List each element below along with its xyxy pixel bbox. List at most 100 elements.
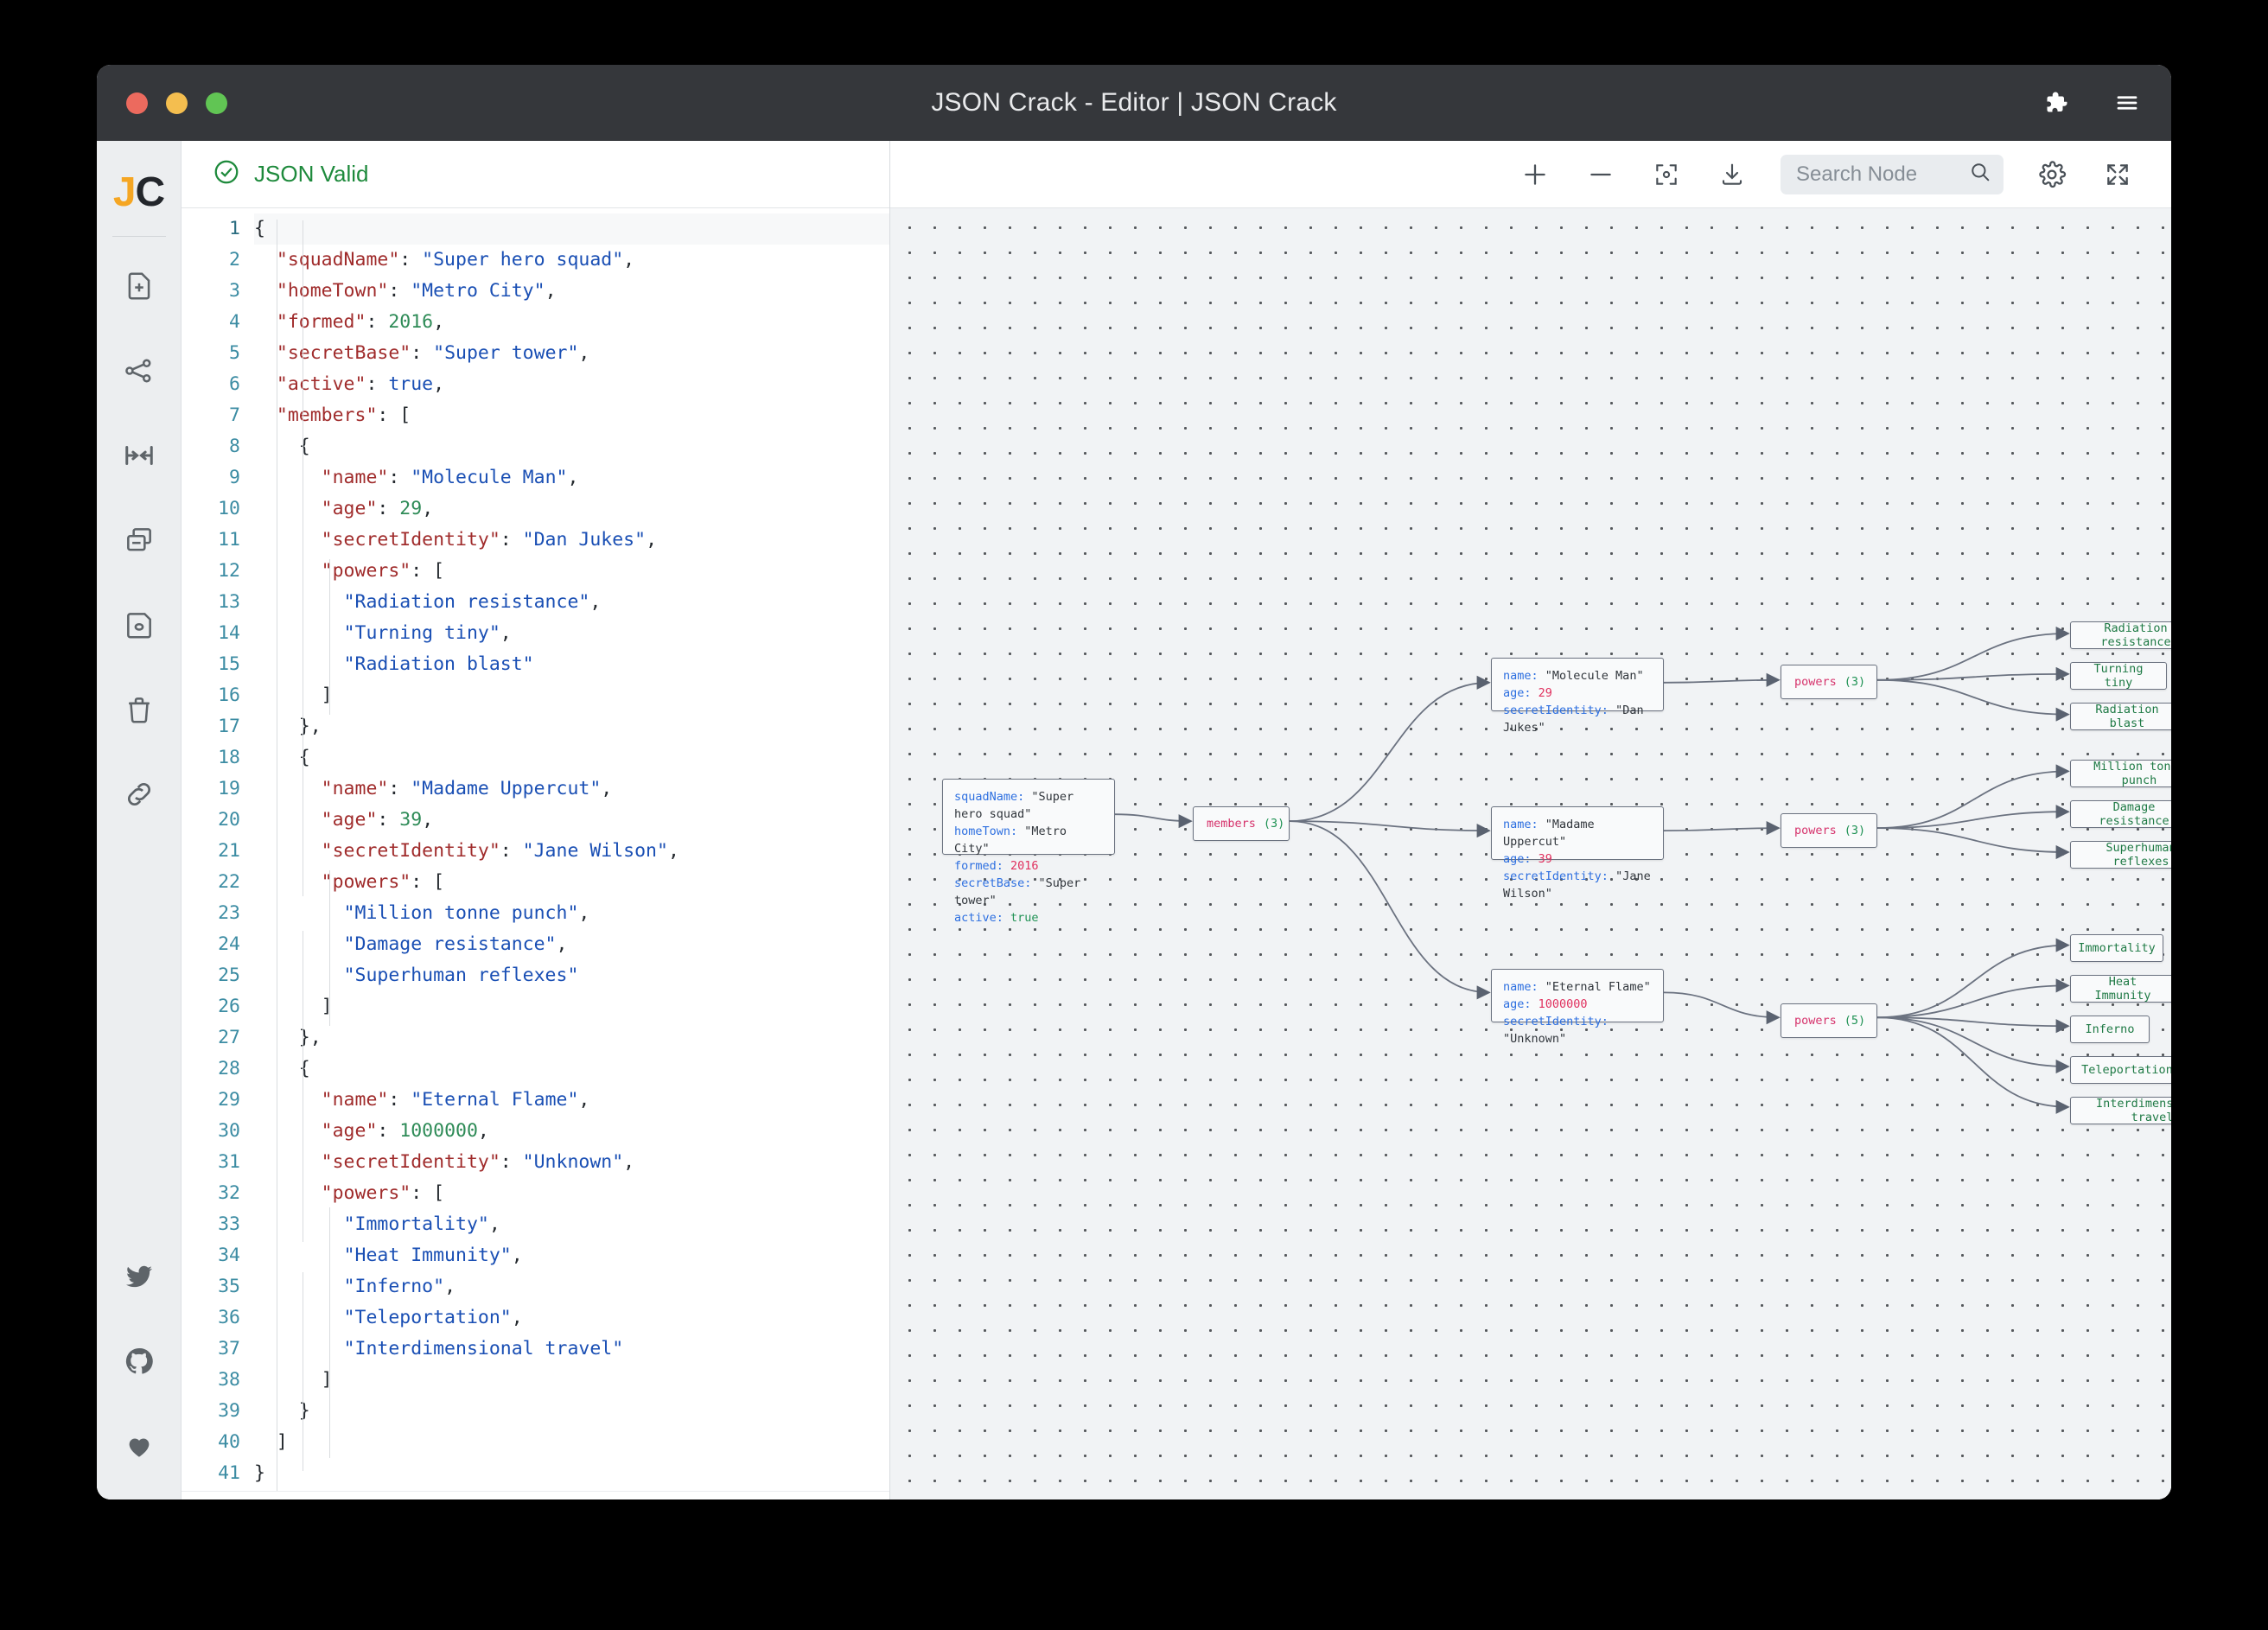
code-line[interactable]: }: [298, 1400, 310, 1422]
code-content[interactable]: { "squadName": "Super hero squad", "home…: [254, 213, 889, 1491]
search-node-box[interactable]: [1781, 154, 2004, 194]
code-line[interactable]: "secretIdentity": "Jane Wilson",: [321, 840, 679, 862]
menu-icon[interactable]: [2112, 88, 2142, 118]
code-line[interactable]: "Teleportation",: [343, 1307, 523, 1328]
code-line[interactable]: "secretBase": "Super tower",: [276, 342, 590, 364]
code-line[interactable]: "name": "Madame Uppercut",: [321, 778, 613, 799]
minimize-button[interactable]: [166, 92, 188, 114]
code-line[interactable]: },: [298, 716, 322, 737]
code-line[interactable]: "powers": [: [321, 560, 445, 582]
download-icon[interactable]: [1715, 157, 1749, 192]
power-leaf-node[interactable]: Interdimensional travel: [2070, 1097, 2171, 1124]
code-line[interactable]: {: [298, 436, 310, 457]
sidebar-item-copy-link[interactable]: [97, 752, 182, 837]
code-line[interactable]: "Damage resistance",: [343, 933, 568, 955]
code-line[interactable]: "Turning tiny",: [343, 622, 512, 644]
close-button[interactable]: [126, 92, 148, 114]
code-line[interactable]: {: [298, 1058, 310, 1079]
node-value: "Metro City": [954, 825, 1067, 856]
code-line[interactable]: "Radiation blast": [343, 653, 534, 675]
code-line[interactable]: {: [254, 213, 889, 245]
sidebar-item-delete-file[interactable]: [97, 667, 182, 752]
power-leaf-node[interactable]: Immortality: [2070, 934, 2163, 962]
powers-node[interactable]: powers(3): [1781, 665, 1877, 699]
sidebar-item-duplicate-window[interactable]: [97, 498, 182, 583]
sidebar-item-sponsor[interactable]: [97, 1415, 182, 1499]
node-value: 29: [1538, 686, 1552, 700]
node-row: secretIdentity: "Jane Wilson": [1503, 868, 1652, 902]
app-logo[interactable]: JC: [113, 160, 165, 236]
code-line[interactable]: "Heat Immunity",: [343, 1245, 523, 1266]
power-leaf-node[interactable]: Inferno: [2070, 1016, 2150, 1043]
window-title: JSON Crack - Editor | JSON Crack: [931, 88, 1337, 117]
code-line[interactable]: "name": "Eternal Flame",: [321, 1089, 590, 1111]
zoom-in-icon[interactable]: [1518, 157, 1552, 192]
sidebar-item-collapse-expand[interactable]: [97, 413, 182, 498]
fullscreen-icon[interactable]: [2100, 157, 2135, 192]
sidebar-item-github[interactable]: [97, 1330, 182, 1415]
sidebar-item-save-file[interactable]: [97, 583, 182, 667]
power-leaf-node[interactable]: Superhuman reflexes: [2070, 841, 2171, 869]
line-number: 6: [229, 373, 240, 395]
power-leaf-node[interactable]: Radiation blast: [2070, 703, 2171, 730]
code-line[interactable]: "active": true,: [276, 373, 445, 395]
sidebar-item-twitter[interactable]: [97, 1245, 182, 1330]
sidebar-item-share-graph[interactable]: [97, 328, 182, 413]
code-line[interactable]: ]: [321, 996, 333, 1017]
root-node[interactable]: squadName: "Super hero squad"homeTown: "…: [942, 779, 1115, 925]
code-line[interactable]: "Superhuman reflexes": [343, 965, 579, 986]
code-line[interactable]: "Radiation resistance",: [343, 591, 602, 613]
graph-canvas[interactable]: squadName: "Super hero squad"homeTown: "…: [890, 208, 2171, 1499]
editor-horizontal-scrollbar[interactable]: [182, 1491, 889, 1499]
node-key-name: powers: [1794, 824, 1837, 837]
code-line[interactable]: "age": 29,: [321, 498, 434, 519]
code-line[interactable]: }: [254, 1462, 265, 1484]
code-line[interactable]: ]: [321, 684, 333, 706]
code-line[interactable]: "secretIdentity": "Unknown",: [321, 1151, 635, 1173]
code-line[interactable]: "name": "Molecule Man",: [321, 467, 579, 488]
code-line[interactable]: "powers": [: [321, 871, 445, 893]
zoom-out-icon[interactable]: [1583, 157, 1618, 192]
power-leaf-node[interactable]: Heat Immunity: [2070, 975, 2171, 1003]
power-leaf-node[interactable]: Damage resistance: [2070, 800, 2171, 828]
node-label: powers(3): [1781, 814, 1876, 847]
code-line[interactable]: "members": [: [276, 404, 411, 426]
search-input[interactable]: [1794, 161, 1961, 188]
code-line[interactable]: "Million tonne punch",: [343, 902, 590, 924]
code-line[interactable]: },: [298, 1027, 322, 1048]
code-line[interactable]: "squadName": "Super hero squad",: [276, 249, 635, 271]
maximize-button[interactable]: [206, 92, 227, 114]
code-line[interactable]: ]: [321, 1369, 333, 1391]
powers-node[interactable]: powers(5): [1781, 1003, 1877, 1038]
code-line[interactable]: "age": 39,: [321, 809, 434, 831]
code-line[interactable]: ]: [276, 1431, 288, 1453]
code-line[interactable]: "Inferno",: [343, 1276, 456, 1297]
code-line[interactable]: "secretIdentity": "Dan Jukes",: [321, 529, 658, 551]
node-row: name: "Molecule Man": [1503, 667, 1652, 684]
power-leaf-node[interactable]: Turning tiny: [2070, 662, 2167, 690]
power-leaf-node[interactable]: Million tonne punch: [2070, 760, 2171, 787]
power-leaf-node[interactable]: Radiation resistance: [2070, 621, 2171, 649]
code-line[interactable]: "powers": [: [321, 1182, 445, 1204]
check-circle-icon: [213, 158, 240, 190]
members-node[interactable]: members(3): [1193, 806, 1290, 841]
powers-node[interactable]: powers(3): [1781, 813, 1877, 848]
code-line[interactable]: "Interdimensional travel": [343, 1338, 624, 1359]
sidebar-item-new-document[interactable]: [97, 244, 182, 328]
code-line[interactable]: "formed": 2016,: [276, 311, 445, 333]
line-number: 13: [218, 591, 240, 613]
gear-icon[interactable]: [2035, 157, 2069, 192]
code-line[interactable]: "homeTown": "Metro City",: [276, 280, 557, 302]
center-view-icon[interactable]: [1649, 157, 1684, 192]
code-line[interactable]: "age": 1000000,: [321, 1120, 489, 1142]
node-value: "Super tower": [954, 876, 1081, 907]
power-leaf-node[interactable]: Teleportation: [2070, 1056, 2171, 1084]
code-line[interactable]: {: [298, 747, 310, 768]
node-label: powers(3): [1781, 665, 1876, 698]
code-line[interactable]: "Immortality",: [343, 1213, 500, 1235]
extensions-icon[interactable]: [2042, 88, 2071, 118]
